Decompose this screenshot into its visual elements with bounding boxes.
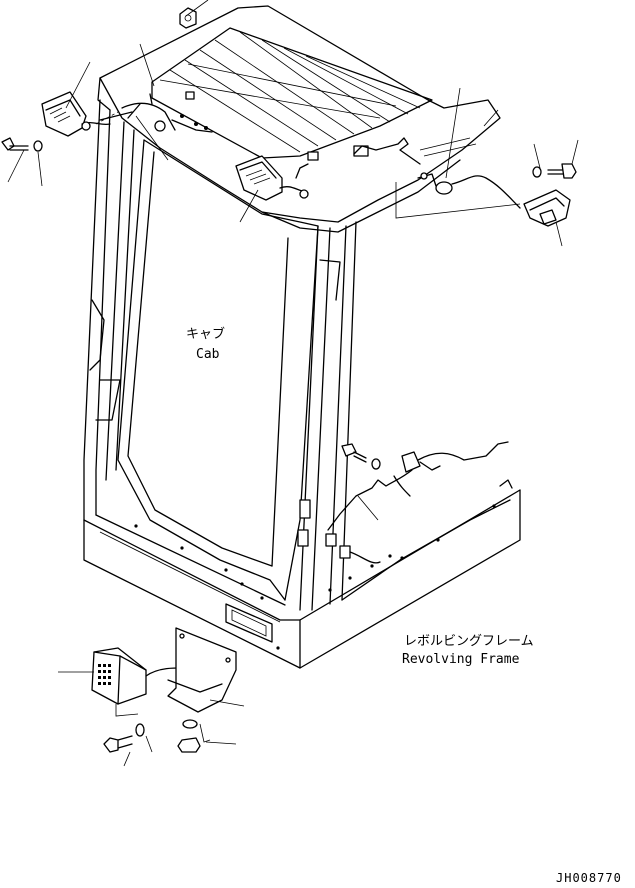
drawing-code: JH008770 xyxy=(556,871,622,885)
washer-icon xyxy=(532,166,542,178)
work-lamp-icon xyxy=(417,172,571,227)
washer-icon xyxy=(135,723,145,737)
frame-label-en: Revolving Frame xyxy=(402,652,520,667)
roof-wiring xyxy=(95,93,477,165)
bracket-icon xyxy=(115,627,237,717)
bolt-icon xyxy=(1,137,29,151)
work-lamp-icon xyxy=(41,91,111,137)
cab-label-jp: キャブ xyxy=(186,326,225,342)
cab-body xyxy=(83,5,521,669)
harness-icon xyxy=(325,441,513,564)
bolt-icon xyxy=(547,163,577,179)
nut-icon xyxy=(177,737,201,753)
washer-icon xyxy=(33,140,43,152)
washer-icon xyxy=(182,719,198,729)
leader-lines xyxy=(7,0,579,767)
frame-label-jp: レボルビングフレーム xyxy=(404,634,534,649)
cab-label-en: Cab xyxy=(196,347,220,362)
work-lamp-icon xyxy=(235,155,309,201)
bolt-icon xyxy=(103,735,133,753)
bracket-icon xyxy=(395,182,521,219)
